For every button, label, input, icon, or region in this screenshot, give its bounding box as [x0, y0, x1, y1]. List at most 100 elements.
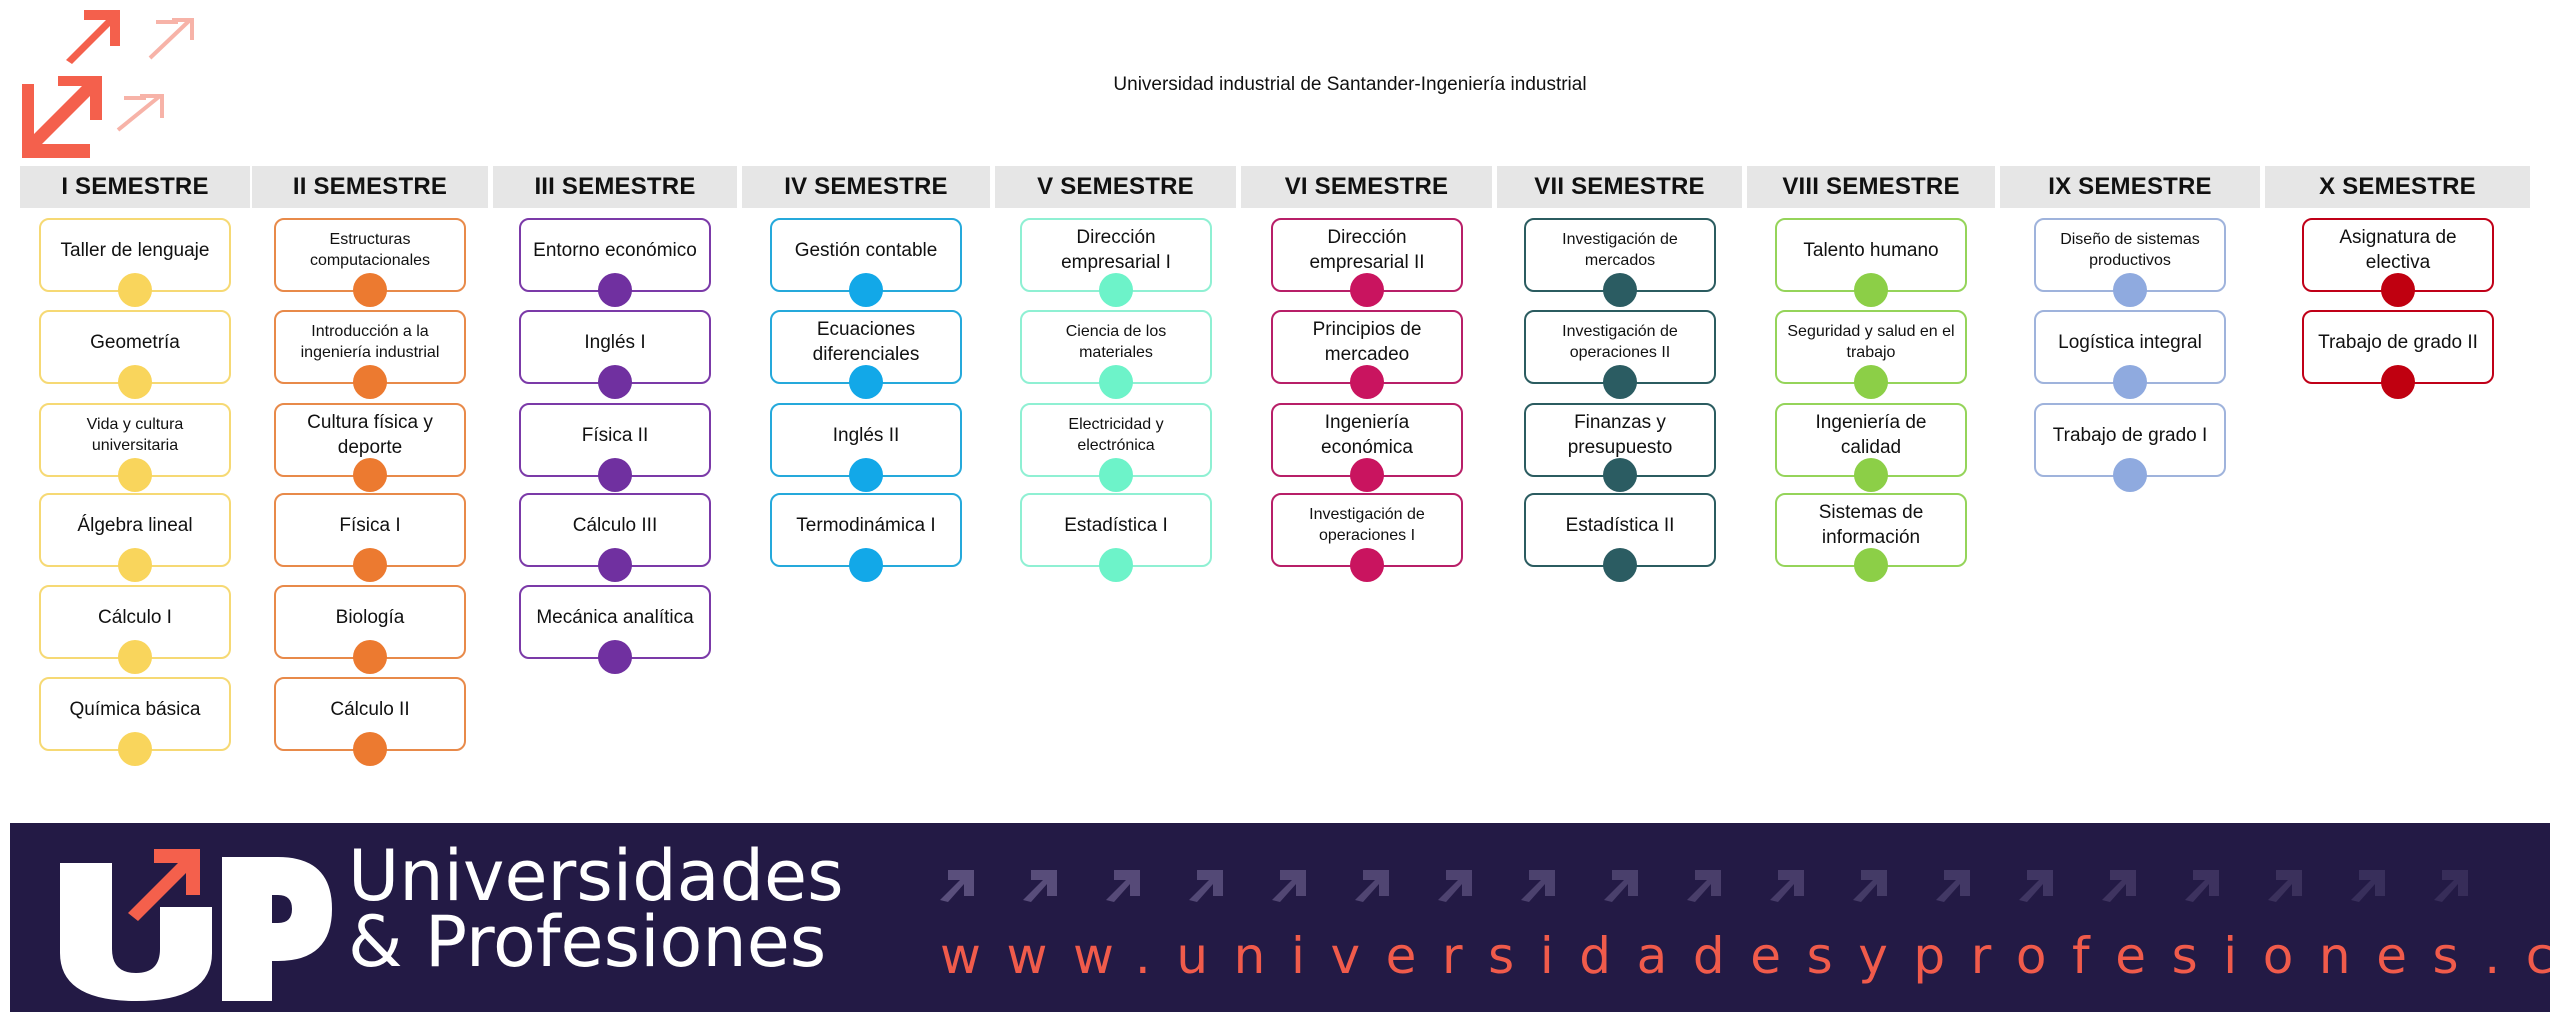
course-label: Dirección empresarial I	[1061, 227, 1171, 273]
course-box: Inglés II	[770, 403, 962, 492]
brand-line-1: Universidades	[348, 835, 844, 917]
brand-name: Universidades & Profesiones	[348, 835, 844, 977]
course-box: Logística integral	[2034, 310, 2226, 399]
connector-dot-icon	[2113, 458, 2147, 492]
connector-dot-icon	[1603, 458, 1637, 492]
course-label: Investigación de operaciones I	[1309, 506, 1425, 544]
connector-dot-icon	[118, 732, 152, 766]
connector-dot-icon	[849, 365, 883, 399]
course-label: Ingeniería de calidad	[1815, 412, 1927, 458]
connector-dot-icon	[1854, 458, 1888, 492]
course-box: Electricidad y electrónica	[1020, 403, 1212, 492]
arrow-icon	[1355, 870, 1389, 902]
course-box: Ingeniería económica	[1271, 403, 1463, 492]
connector-dot-icon	[2113, 365, 2147, 399]
course-box: Gestión contable	[770, 218, 962, 307]
connector-dot-icon	[849, 273, 883, 307]
course-label: Finanzas y presupuesto	[1567, 412, 1673, 458]
course-label: Termodinámica I	[796, 514, 936, 536]
connector-dot-icon	[2381, 273, 2415, 307]
course-label: Estadística II	[1565, 514, 1675, 536]
semester-column: VI SEMESTRE Dirección empresarial II Princ…	[1241, 166, 1492, 806]
course-label: Cultura física y deporte	[307, 412, 433, 458]
course-label: Logística integral	[2058, 331, 2202, 353]
arrow-icon	[1936, 870, 1970, 902]
course-box: Química básica	[39, 677, 231, 766]
course-label: Asignatura de electiva	[2339, 227, 2457, 273]
course-label: Trabajo de grado I	[2052, 424, 2208, 446]
course-box: Biología	[274, 585, 466, 674]
course-label: Trabajo de grado II	[2318, 331, 2478, 353]
course-box: Física I	[274, 493, 466, 582]
connector-dot-icon	[2381, 365, 2415, 399]
course-label: Álgebra lineal	[77, 514, 193, 536]
connector-dot-icon	[353, 640, 387, 674]
arrow-icon	[940, 870, 974, 902]
course-box: Talento humano	[1775, 218, 1967, 307]
course-box: Estructuras computacionales	[274, 218, 466, 307]
course-box: Cálculo II	[274, 677, 466, 766]
arrow-icon	[1272, 870, 1306, 902]
arrow-icon	[1853, 870, 1887, 902]
course-box: Principios de mercadeo	[1271, 310, 1463, 399]
course-box: Trabajo de grado I	[2034, 403, 2226, 492]
course-label: Investigación de mercados	[1562, 231, 1678, 269]
connector-dot-icon	[353, 273, 387, 307]
connector-dot-icon	[1350, 458, 1384, 492]
course-box: Dirección empresarial II	[1271, 218, 1463, 307]
course-label: Física I	[339, 514, 401, 536]
course-label: Inglés I	[584, 331, 646, 353]
arrow-icon	[2019, 870, 2053, 902]
semester-header: VII SEMESTRE	[1497, 166, 1742, 208]
course-label: Química básica	[69, 698, 201, 720]
connector-dot-icon	[849, 548, 883, 582]
course-box: Diseño de sistemas productivos	[2034, 218, 2226, 307]
arrow-icon	[1687, 870, 1721, 902]
connector-dot-icon	[353, 732, 387, 766]
course-label: Investigación de operaciones II	[1562, 323, 1678, 361]
course-label: Ingeniería económica	[1321, 412, 1413, 458]
course-label: Principios de mercadeo	[1312, 319, 1422, 365]
connector-dot-icon	[1854, 365, 1888, 399]
course-box: Sistemas de información	[1775, 493, 1967, 582]
page-title: Universidad industrial de Santander-Inge…	[1113, 74, 1587, 95]
course-box: Entorno económico	[519, 218, 711, 307]
course-label: Seguridad y salud en el trabajo	[1787, 323, 1955, 361]
connector-dot-icon	[118, 458, 152, 492]
course-label: Talento humano	[1803, 239, 1939, 261]
connector-dot-icon	[1854, 548, 1888, 582]
connector-dot-icon	[1099, 458, 1133, 492]
arrow-icon	[1770, 870, 1804, 902]
course-label: Cálculo I	[98, 606, 172, 628]
course-label: Geometría	[90, 331, 180, 353]
course-box: Ciencia de los materiales	[1020, 310, 1212, 399]
course-box: Geometría	[39, 310, 231, 399]
arrow-icon	[2102, 870, 2136, 902]
course-label: Vida y cultura universitaria	[86, 416, 184, 454]
course-box: Termodinámica I	[770, 493, 962, 582]
course-label: Mecánica analítica	[536, 606, 694, 628]
connector-dot-icon	[1099, 548, 1133, 582]
decorative-arrows-icon	[940, 870, 2468, 902]
arrow-icon	[2434, 870, 2468, 902]
website-url: www.universidadesyprofesiones.com	[940, 927, 2550, 985]
course-label: Introducción a la ingeniería industrial	[300, 323, 440, 361]
footer-banner: Universidades & Profesiones www.universi…	[10, 823, 2550, 1012]
connector-dot-icon	[353, 548, 387, 582]
course-label: Inglés II	[832, 424, 900, 446]
connector-dot-icon	[1099, 273, 1133, 307]
course-box: Álgebra lineal	[39, 493, 231, 582]
course-box: Dirección empresarial I	[1020, 218, 1212, 307]
course-box: Inglés I	[519, 310, 711, 399]
arrow-icon	[1438, 870, 1472, 902]
semester-header: VI SEMESTRE	[1241, 166, 1492, 208]
connector-dot-icon	[353, 458, 387, 492]
connector-dot-icon	[849, 458, 883, 492]
